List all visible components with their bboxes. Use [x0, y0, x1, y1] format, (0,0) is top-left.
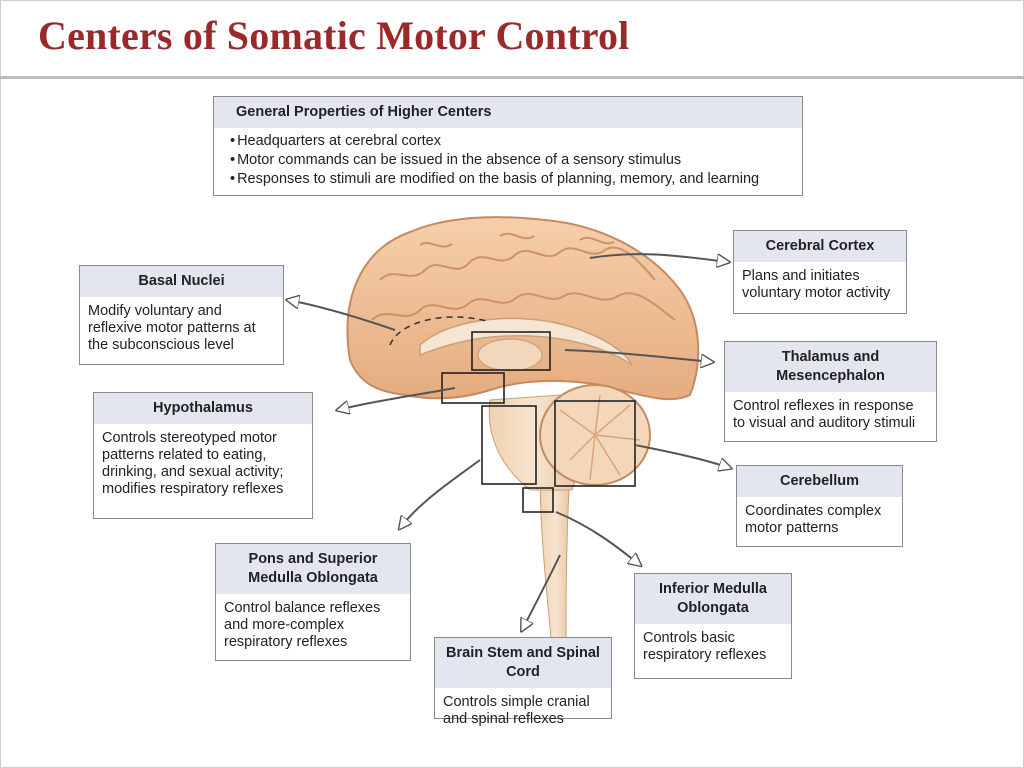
brain-stem-box: Brain Stem and Spinal Cord Controls simp…: [434, 637, 612, 727]
arrow-inferior-medulla: [555, 511, 640, 565]
thalamus-mesencephalon-header: Thalamus and Mesencephalon: [725, 342, 936, 392]
arrow-thalamus: [564, 349, 712, 362]
brain-stem-header: Brain Stem and Spinal Cord: [435, 638, 611, 688]
cerebrum-shape: [346, 216, 700, 401]
arrow-brain-stem: [522, 554, 561, 630]
arrow-pons: [400, 459, 481, 528]
cerebral-cortex-box: Cerebral Cortex Plans and initiates volu…: [733, 230, 907, 314]
cerebral-cortex-header: Cerebral Cortex: [734, 231, 906, 262]
thalamus-region-box: [471, 331, 551, 371]
inferior-medulla-header: Inferior Medulla Oblongata: [635, 574, 791, 624]
arrow-hypothalamus: [338, 387, 456, 410]
pons-region-box: [481, 405, 537, 485]
title-divider: [0, 76, 1024, 79]
hypothalamus-desc: Controls stereotyped motor patterns rela…: [102, 430, 284, 497]
hypothalamus-header: Hypothalamus: [94, 393, 312, 424]
basal-nuclei-box: Basal Nuclei Modify voluntary and reflex…: [79, 265, 284, 365]
basal-nuclei-desc: Modify voluntary and reflexive motor pat…: [88, 303, 256, 353]
general-properties-header: General Properties of Higher Centers: [214, 97, 802, 128]
general-properties-box: General Properties of Higher Centers Hea…: [213, 96, 803, 196]
general-property-item: Responses to stimuli are modified on the…: [230, 170, 786, 189]
brain-stem-desc: Controls simple cranial and spinal refle…: [443, 694, 590, 727]
spinal-cord: [539, 469, 571, 651]
cerebellum-header: Cerebellum: [737, 466, 902, 497]
general-property-item: Motor commands can be issued in the abse…: [230, 151, 786, 170]
hypothalamus-box: Hypothalamus Controls stereotyped motor …: [93, 392, 313, 519]
basal-nuclei-header: Basal Nuclei: [80, 266, 283, 297]
thalamus-mesencephalon-box: Thalamus and Mesencephalon Control refle…: [724, 341, 937, 442]
cerebral-cortex-desc: Plans and initiates voluntary motor acti…: [742, 268, 891, 301]
thalamus-mesencephalon-desc: Control reflexes in response to visual a…: [733, 398, 916, 431]
inferior-medulla-desc: Controls basic respiratory reflexes: [643, 630, 767, 663]
thalamus-shape: [477, 338, 543, 372]
pons-medulla-box: Pons and Superior Medulla Oblongata Cont…: [215, 543, 411, 661]
pons-medulla-header: Pons and Superior Medulla Oblongata: [216, 544, 410, 594]
cerebellum-desc: Coordinates complex motor patterns: [745, 503, 882, 536]
cerebellum-region-box: [554, 400, 636, 487]
general-property-item: Headquarters at cerebral cortex: [230, 132, 786, 151]
arrow-basal-nuclei: [288, 300, 396, 331]
medulla-region-box: [522, 487, 554, 513]
pons-medulla-desc: Control balance reflexes and more-comple…: [224, 600, 381, 650]
cerebellum-box: Cerebellum Coordinates complex motor pat…: [736, 465, 903, 547]
general-properties-list: Headquarters at cerebral cortex Motor co…: [214, 128, 802, 193]
corpus-callosum: [419, 317, 633, 366]
hypothalamus-region-box: [441, 372, 505, 404]
basal-nuclei-outline: [389, 316, 491, 346]
arrow-cerebral-cortex: [589, 253, 728, 262]
arrow-cerebellum: [634, 444, 730, 468]
slide-title: Centers of Somatic Motor Control: [38, 13, 630, 58]
inferior-medulla-box: Inferior Medulla Oblongata Controls basi…: [634, 573, 792, 679]
